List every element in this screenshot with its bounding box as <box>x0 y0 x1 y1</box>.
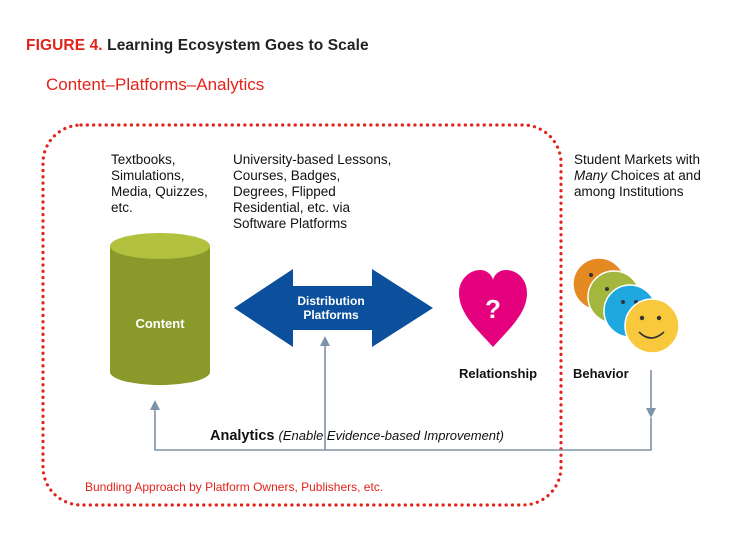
content-text-line: Simulations, <box>111 168 185 183</box>
student-faces <box>572 257 680 354</box>
analytics-note: (Enable Evidence-based Improvement) <box>278 428 504 443</box>
analytics-connectors <box>154 345 652 451</box>
analytics-loop-line <box>154 410 652 451</box>
platforms-description: University-based Lessons, Courses, Badge… <box>233 152 391 232</box>
figure-title-text: Learning Ecosystem Goes to Scale <box>107 37 369 54</box>
bundling-note: Bundling Approach by Platform Owners, Pu… <box>85 480 384 494</box>
platforms-text-line: University-based Lessons, <box>233 152 392 167</box>
content-text-line: etc. <box>111 200 133 215</box>
platforms-text-line: Residential, etc. via <box>233 200 351 215</box>
connector-arrowheads <box>150 336 656 418</box>
figure-number: FIGURE 4. <box>26 37 103 54</box>
content-arrowhead <box>150 400 160 410</box>
students-text-line: Many Choices at and <box>574 168 701 184</box>
students-text-line: among Institutions <box>574 184 684 199</box>
analytics-caption: Analytics (Enable Evidence-based Improve… <box>210 428 504 444</box>
distribution-label-line1: Distribution <box>297 294 364 308</box>
students-many-emphasis: Many <box>574 168 608 183</box>
figure-subtitle: Content–Platforms–Analytics <box>46 75 265 94</box>
distribution-label-line2: Platforms <box>303 308 359 322</box>
distribution-arrow <box>234 269 433 347</box>
heart-question-mark: ? <box>485 294 501 324</box>
content-text-line: Textbooks, <box>111 152 176 167</box>
platforms-text-line: Courses, Badges, <box>233 168 341 183</box>
content-label: Content <box>135 316 185 331</box>
students-text-rest: Choices at and <box>607 168 701 183</box>
students-text-line: Student Markets with <box>574 152 701 167</box>
figure-title: FIGURE 4. Learning Ecosystem Goes to Sca… <box>26 37 369 55</box>
cylinder-top <box>110 233 210 259</box>
content-cylinder <box>110 233 210 385</box>
bundling-boundary <box>41 123 563 507</box>
platforms-text-line: Software Platforms <box>233 216 348 231</box>
platforms-arrowhead <box>320 336 330 346</box>
face-yellow-smiley-icon <box>624 298 680 354</box>
behavior-label: Behavior <box>573 366 629 381</box>
content-description: Textbooks, Simulations, Media, Quizzes, … <box>111 152 208 216</box>
analytics-label: Analytics <box>210 428 275 444</box>
heart-icon <box>459 270 527 347</box>
content-text-line: Media, Quizzes, <box>111 184 208 199</box>
relationship-label: Relationship <box>459 366 538 381</box>
platforms-text-line: Degrees, Flipped <box>233 184 336 199</box>
students-description: Student Markets with Many Choices at and… <box>574 152 701 200</box>
behavior-arrowhead <box>646 408 656 418</box>
cylinder-body <box>110 246 210 385</box>
